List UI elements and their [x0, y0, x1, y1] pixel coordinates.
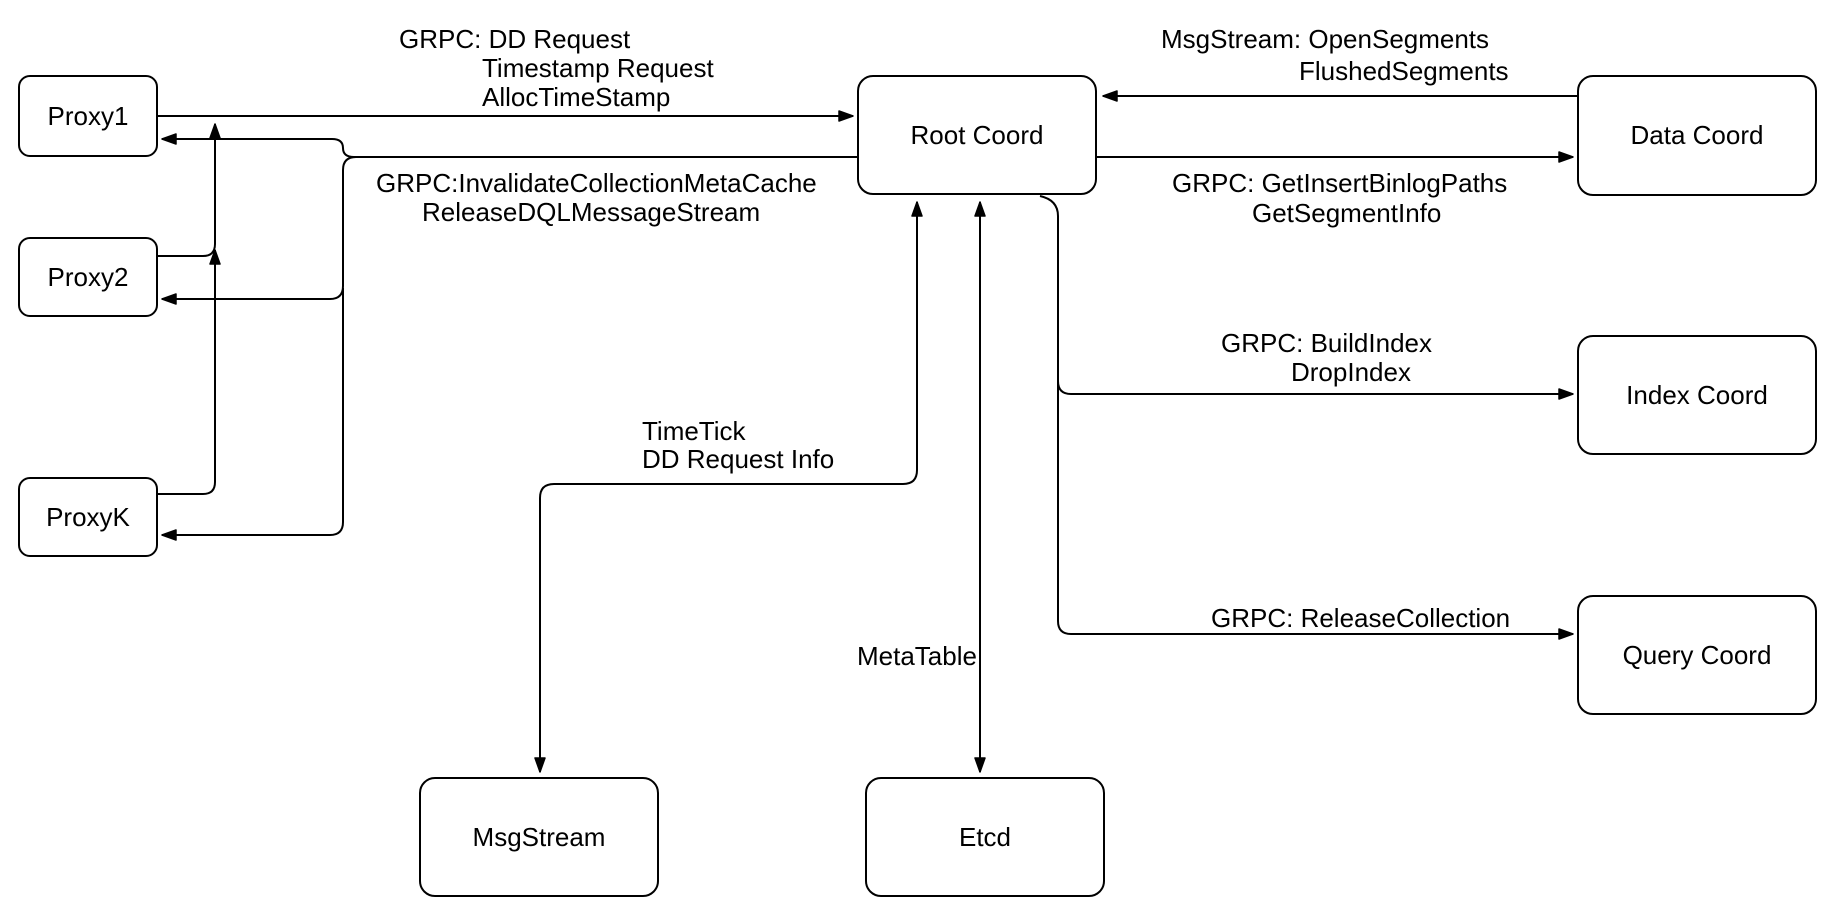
edge-rootcoord-to-msgstream: [534, 204, 918, 773]
edge-label-root-to-index-line2: DropIndex: [1291, 357, 1411, 387]
node-proxyk: ProxyK: [18, 477, 158, 557]
edge-label-root-to-query-line1: GRPC: ReleaseCollection: [1211, 603, 1511, 633]
node-root-coord-label: Root Coord: [910, 119, 1044, 150]
node-etcd: Etcd: [865, 777, 1105, 897]
node-data-coord-label: Data Coord: [1630, 120, 1764, 150]
node-msgstream-label: MsgStream: [472, 821, 606, 852]
node-query-coord: Query Coord: [1577, 595, 1817, 715]
node-proxy1-label: Proxy1: [47, 100, 129, 131]
node-index-coord: Index Coord: [1577, 335, 1817, 455]
node-index-coord-label: Index Coord: [1626, 379, 1768, 410]
node-root-coord: Root Coord: [857, 75, 1097, 195]
edge-rootcoord-to-proxy2: [161, 156, 357, 305]
edge-label-proxy-to-root-line2: Timestamp Request: [482, 53, 714, 83]
edge-label-data-to-root-line1: MsgStream: OpenSegments: [1161, 24, 1490, 54]
edge-rootcoord-to-querycoord: [1039, 195, 1574, 640]
node-proxy1: Proxy1: [18, 75, 158, 157]
edge-label-root-to-data-line2: GetSegmentInfo: [1252, 198, 1442, 228]
edge-rootcoord-to-proxyk: [161, 288, 344, 541]
edge-proxyk-merge-up: [158, 249, 221, 495]
node-proxy2: Proxy2: [18, 237, 158, 317]
edge-rootcoord-to-proxy1: [161, 133, 857, 158]
edge-label-root-to-msgstream-line1: TimeTick: [642, 416, 746, 446]
node-proxy2-label: Proxy2: [47, 261, 129, 292]
edge-label-root-to-msgstream-line2: DD Request Info: [642, 444, 835, 474]
edge-label-root-to-proxies-line1: GRPC:InvalidateCollectionMetaCache: [376, 168, 817, 198]
node-etcd-label: Etcd: [958, 821, 1012, 852]
edge-rootcoord-to-indexcoord: [1057, 380, 1574, 400]
node-msgstream: MsgStream: [419, 777, 659, 897]
edge-label-proxy-to-root-line3: AllocTimeStamp: [482, 82, 671, 112]
edge-proxy2-merge-up: [158, 123, 221, 257]
edge-label-root-to-index-line1: GRPC: BuildIndex: [1221, 328, 1432, 358]
edge-label-root-to-proxies-line2: ReleaseDQLMessageStream: [422, 197, 761, 227]
edge-label-root-to-data-line1: GRPC: GetInsertBinlogPaths: [1172, 168, 1508, 198]
edge-label-root-to-etcd-line1: MetaTable: [857, 641, 977, 671]
node-query-coord-label: Query Coord: [1622, 639, 1772, 670]
node-proxyk-label: ProxyK: [46, 501, 130, 532]
edge-label-data-to-root-line2: FlushedSegments: [1299, 56, 1509, 86]
node-data-coord: Data Coord: [1577, 75, 1817, 196]
edge-label-proxy-to-root-line1: GRPC: DD Request: [399, 24, 631, 54]
